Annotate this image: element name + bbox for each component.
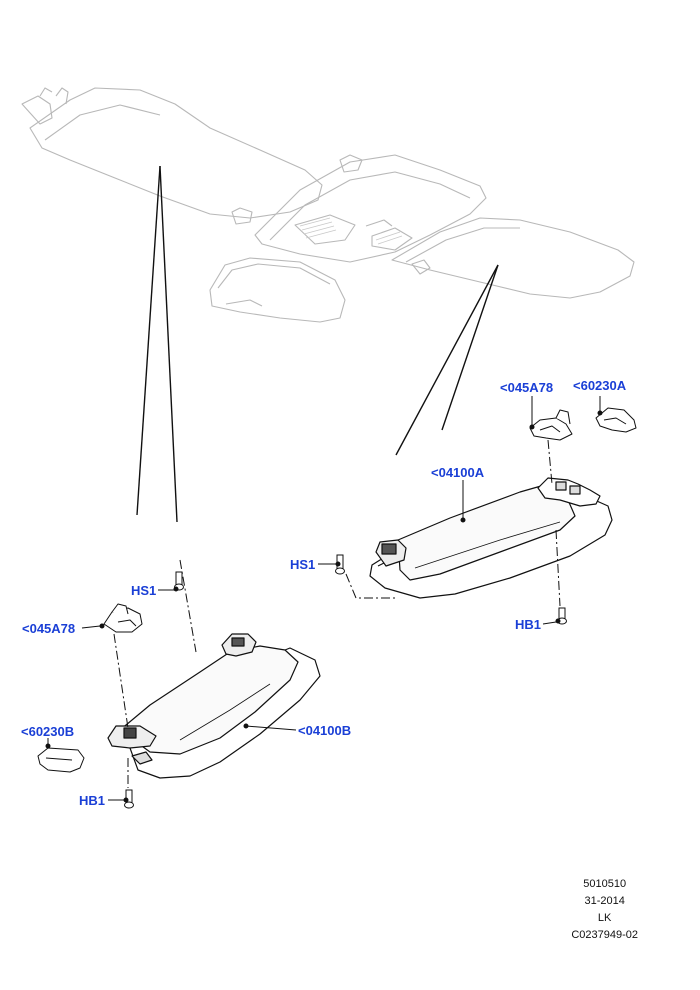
vehicle-context-ghost <box>21 87 635 323</box>
left-bracket-part <box>103 603 143 633</box>
callout-045a78-right[interactable]: <045A78 <box>500 380 554 395</box>
right-visor-assembly <box>369 477 613 599</box>
reference-illustration-id: C0237949-02 <box>571 929 638 941</box>
callout-04100a[interactable]: <04100A <box>431 465 485 480</box>
callout-leaders <box>45 396 603 803</box>
reference-block: 5010510 31-2014 LK C0237949-02 <box>571 876 638 944</box>
leader-lines <box>136 165 499 523</box>
right-cap-part <box>595 407 637 433</box>
right-screws <box>335 554 567 625</box>
callout-hb1-right[interactable]: HB1 <box>515 617 542 632</box>
left-screws <box>124 571 184 809</box>
reference-code: 5010510 <box>583 878 627 890</box>
callout-60230a[interactable]: <60230A <box>573 378 627 393</box>
callout-60230b[interactable]: <60230B <box>21 724 75 739</box>
left-cap-part <box>37 747 85 773</box>
callout-hs1-left[interactable]: HS1 <box>131 583 157 598</box>
callout-hb1-left[interactable]: HB1 <box>79 793 106 808</box>
callout-045a78-left[interactable]: <045A78 <box>22 621 76 636</box>
reference-date: 31-2014 <box>584 895 625 907</box>
right-bracket-part <box>529 409 573 441</box>
reference-initials: LK <box>597 912 612 924</box>
left-visor-assembly <box>107 633 321 779</box>
callout-hs1-right[interactable]: HS1 <box>290 557 316 572</box>
assembly-axes <box>113 439 561 788</box>
callout-04100b[interactable]: <04100B <box>298 723 352 738</box>
